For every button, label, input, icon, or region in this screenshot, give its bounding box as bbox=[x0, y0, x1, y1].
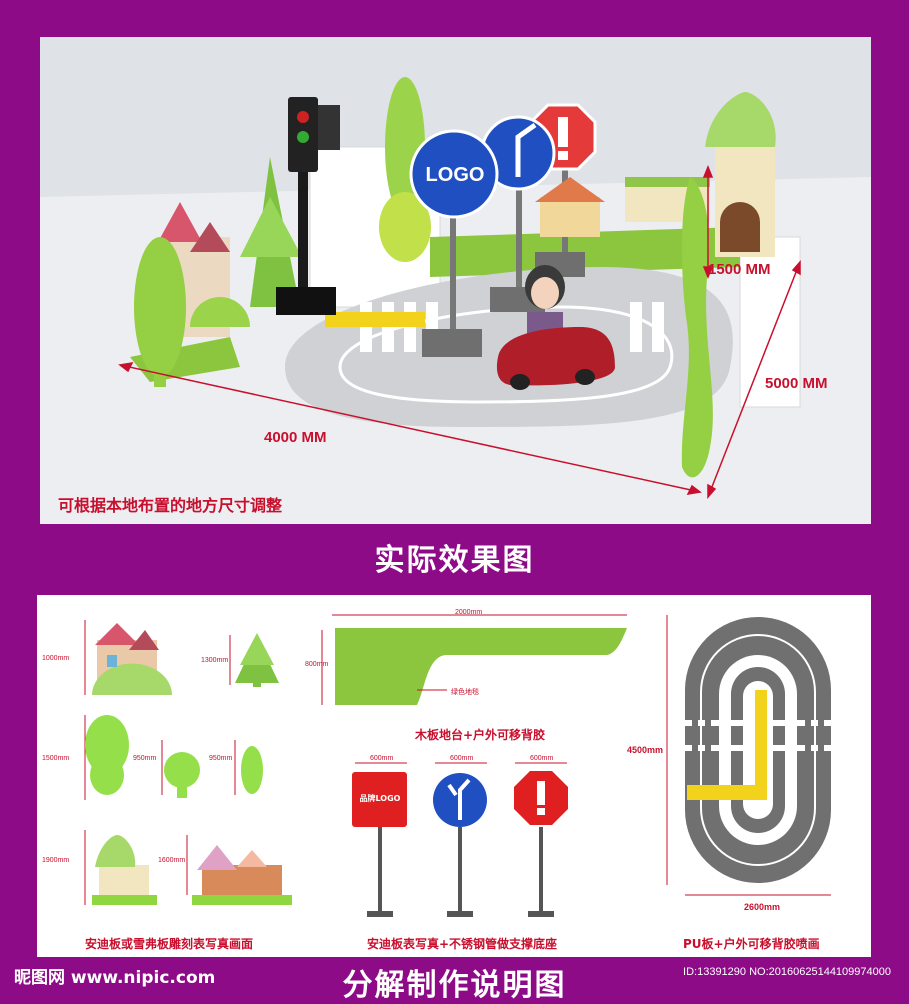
render-image: LOGO 1500 MM 5000 MM 4000 MM 可根据本地布置的地方尺… bbox=[40, 37, 871, 524]
dim-bush-height: 1500mm bbox=[42, 755, 70, 762]
sign-posts bbox=[409, 103, 597, 357]
dim-bush-width-1: 950mm bbox=[133, 755, 157, 762]
dim-platform-width: 2000mm bbox=[455, 609, 483, 616]
traffic-light bbox=[276, 97, 340, 315]
brand-logo-sign-text: 品牌LOGO bbox=[359, 794, 401, 803]
sign-parts bbox=[352, 771, 568, 917]
dim-tree-height: 1300mm bbox=[201, 657, 229, 664]
dim-house-height: 1000mm bbox=[42, 655, 70, 662]
size-adjust-note: 可根据本地布置的地方尺寸调整 bbox=[58, 496, 283, 515]
pine-tree-part bbox=[235, 633, 279, 687]
section-title-effect: 实际效果图 bbox=[374, 543, 535, 578]
height-dimension-label: 1500 MM bbox=[708, 261, 771, 278]
dim-castle-height: 1900mm bbox=[42, 857, 70, 864]
bush-left bbox=[134, 237, 186, 387]
dim-track-height: 4500mm bbox=[627, 745, 664, 755]
image-id-text: ID:13391290 NO:20160625144109974000 bbox=[683, 966, 891, 978]
wood-platform bbox=[335, 628, 627, 705]
dim-bush-width-2: 950mm bbox=[209, 755, 233, 762]
caption-cutouts: 安迪板或雪弗板雕刻表写真画面 bbox=[85, 937, 254, 951]
dim-platform-height: 800mm bbox=[305, 661, 329, 668]
dim-sign-width-3: 600mm bbox=[530, 755, 554, 762]
house-cutout-part bbox=[92, 623, 172, 695]
child-car bbox=[496, 265, 615, 390]
scene-illustration bbox=[40, 37, 871, 524]
diagram-panel: 1000mm 1300mm 1500mm 950mm 950mm 1900mm … bbox=[37, 595, 871, 957]
width-dimension-label: 4000 MM bbox=[264, 429, 327, 446]
logo-sign-text: LOGO bbox=[425, 164, 485, 186]
castle-parts bbox=[92, 835, 292, 905]
caption-platform: 木板地台+户外可移背胶 bbox=[415, 728, 546, 742]
dim-sign-width-2: 600mm bbox=[450, 755, 474, 762]
bush-parts bbox=[85, 715, 263, 798]
dim-sign-width-1: 600mm bbox=[370, 755, 394, 762]
caption-signs: 安迪板表写真+不锈钢管做支撑底座 bbox=[367, 937, 558, 951]
platform-carpet-note: 绿色地毯 bbox=[451, 689, 479, 696]
back-fence bbox=[309, 146, 801, 408]
diagram-illustration bbox=[84, 614, 831, 917]
watermark-site: 昵图网 www.nipic.com bbox=[14, 968, 216, 988]
caption-track: PU板+户外可移背胶喷画 bbox=[683, 937, 820, 951]
track-part bbox=[685, 617, 831, 883]
dim-castle-width: 1600mm bbox=[158, 857, 186, 864]
depth-dimension-label: 5000 MM bbox=[765, 375, 828, 392]
dim-track-width: 2600mm bbox=[744, 902, 781, 912]
